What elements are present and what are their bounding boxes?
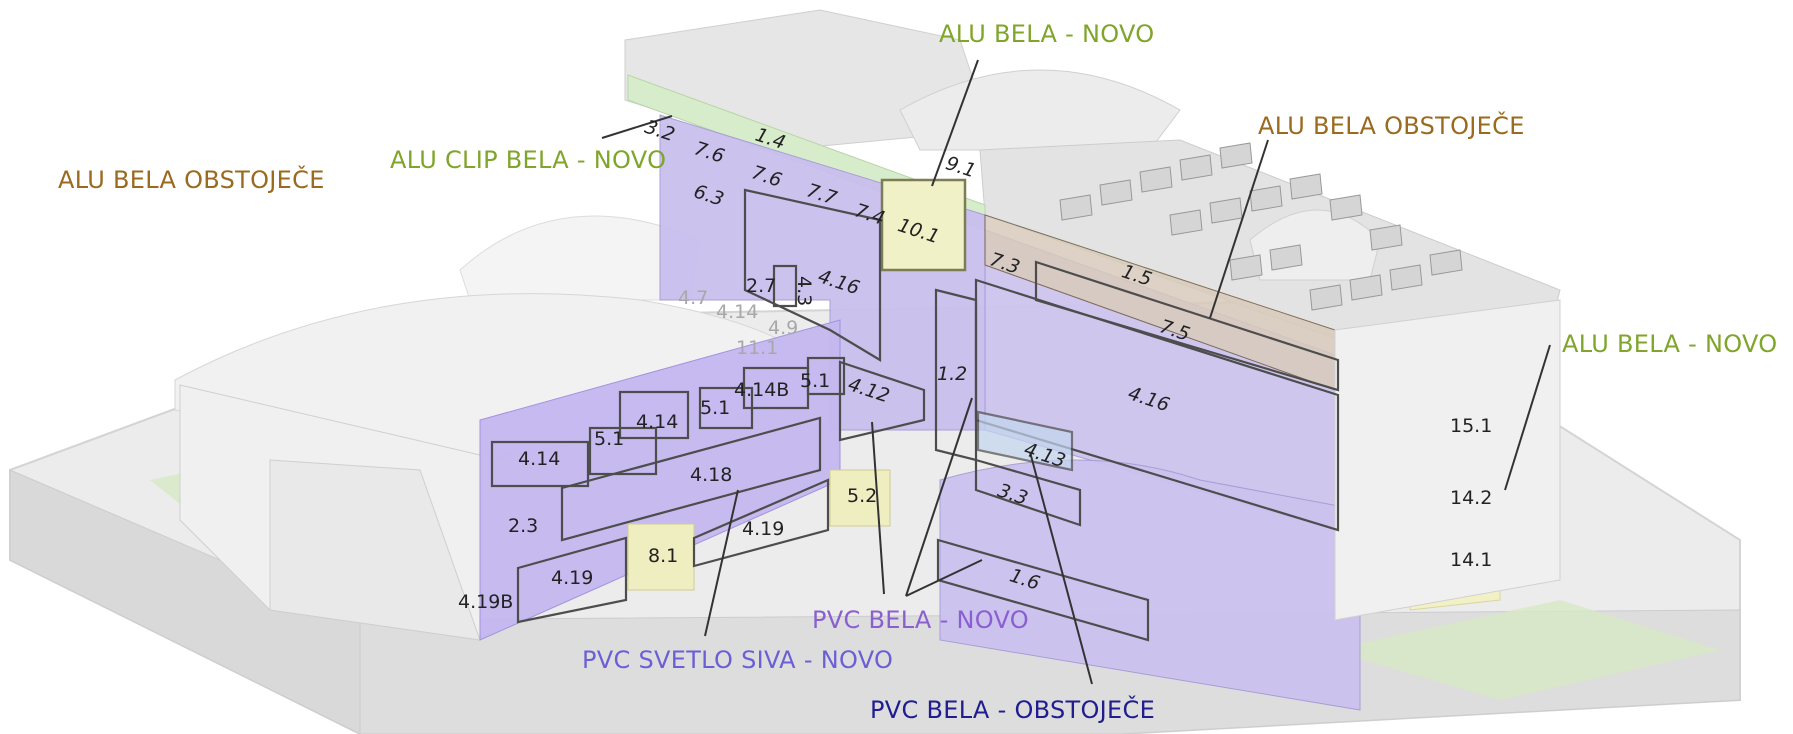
zone-14-1: 14.1: [1450, 549, 1492, 571]
zone-8-1: 8.1: [648, 545, 678, 567]
zone-11-1: 11.1: [736, 337, 778, 359]
zone-4-14-grey: 4.14: [716, 301, 758, 323]
zone-2-3: 2.3: [508, 515, 538, 537]
legend-alu-bela-novo-top: ALU BELA - NOVO: [939, 20, 1155, 48]
zone-4-19-a: 4.19: [742, 518, 784, 540]
legend-alu-bela-obstojece-left: ALU BELA OBSTOJEČE: [58, 166, 325, 194]
zone-4-19-b: 4.19: [551, 567, 593, 589]
zone-4-14-b: 4.14: [518, 448, 560, 470]
zone-5-1-b: 5.1: [700, 397, 730, 419]
zone-14-2: 14.2: [1450, 487, 1492, 509]
zone-4-7: 4.7: [678, 287, 708, 309]
zone-outlines: [490, 188, 1340, 642]
legend-alu-bela-obstojece-right: ALU BELA OBSTOJEČE: [1258, 112, 1525, 140]
legend-pvc-svetlo-siva-novo: PVC SVETLO SIVA - NOVO: [582, 646, 894, 674]
zone-4-19B: 4.19B: [458, 591, 513, 613]
legend-pvc-bela-novo: PVC BELA - NOVO: [812, 606, 1029, 634]
zone-1-2: 1.2: [937, 363, 967, 385]
zone-4-14B: 4.14B: [734, 379, 789, 401]
zone-15-1: 15.1: [1450, 415, 1492, 437]
zone-4-9: 4.9: [768, 317, 798, 339]
legend-alu-clip-bela-novo: ALU CLIP BELA - NOVO: [390, 146, 667, 174]
legend-alu-bela-novo-right: ALU BELA - NOVO: [1562, 330, 1778, 358]
legend-pvc-bela-obstojece: PVC BELA - OBSTOJEČE: [870, 696, 1156, 724]
zone-4-18: 4.18: [690, 464, 732, 486]
zone-5-1-a: 5.1: [800, 370, 830, 392]
zone-5-1-c: 5.1: [594, 428, 624, 450]
zone-2-7: 2.7: [746, 275, 776, 297]
solar-panels: [1059, 142, 1463, 311]
zone-4-14-a: 4.14: [636, 411, 678, 433]
leader-lines: [601, 59, 1551, 685]
roofs: [174, 9, 1561, 461]
zone-9-1: 9.1: [943, 152, 979, 182]
zone-4-3: 4.3: [793, 276, 815, 306]
zone-labels: 3.2 1.4 7.6 7.6 9.1 6.3 7.7 7.4 10.1 7.3…: [458, 116, 1492, 613]
zone-5-2: 5.2: [847, 485, 877, 507]
